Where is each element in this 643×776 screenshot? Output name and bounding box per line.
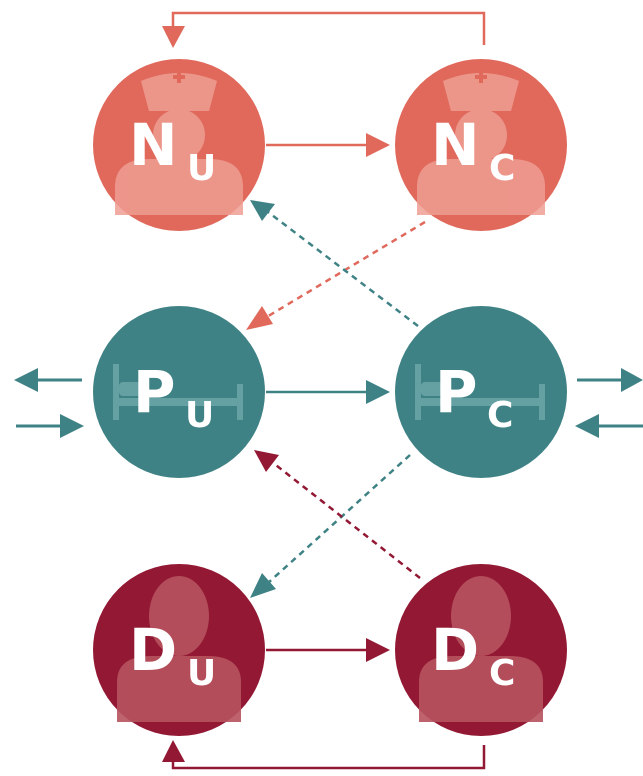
node-subscript: C (489, 148, 515, 189)
node-nurse-uncovered: N U (93, 59, 265, 231)
node-letter: N (431, 111, 480, 179)
patient-c-inflow-arrow (575, 414, 643, 438)
nurse-icon (115, 71, 243, 215)
node-subscript: U (185, 395, 214, 436)
doctor-loop-arrow (162, 740, 486, 770)
patient-u-to-c-arrow (266, 380, 390, 404)
node-patient-uncovered: P U (93, 306, 265, 478)
node-patient-covered: P C (395, 306, 567, 478)
node-letter: P (133, 358, 176, 426)
nurse-icon (417, 71, 545, 215)
node-subscript: U (187, 148, 216, 189)
patient-u-outflow-arrow (14, 368, 82, 392)
node-letter: D (431, 616, 479, 684)
nurse-c-to-patient-u-dashed-arrow (246, 220, 426, 330)
node-subscript: C (487, 395, 513, 436)
nurse-loop-arrow (162, 11, 486, 48)
patient-u-inflow-arrow (16, 414, 84, 438)
doctor-c-to-patient-u-dashed-arrow (254, 450, 421, 579)
node-nurse-covered: N C (395, 59, 567, 231)
nurse-u-to-c-arrow (266, 133, 390, 157)
node-circle (93, 306, 265, 478)
doctor-u-to-c-arrow (266, 638, 390, 662)
patient-c-outflow-arrow (577, 368, 643, 392)
node-doctor-uncovered: D U (93, 564, 265, 736)
node-circle (395, 306, 567, 478)
node-doctor-covered: D C (395, 564, 567, 736)
patient-c-to-doctor-u-dashed-arrow (250, 454, 411, 598)
node-letter: N (129, 111, 178, 179)
node-letter: D (129, 616, 177, 684)
node-subscript: U (187, 653, 216, 694)
node-letter: P (435, 358, 478, 426)
patient-c-to-nurse-u-dashed-arrow (250, 200, 419, 327)
node-subscript: C (489, 653, 515, 694)
